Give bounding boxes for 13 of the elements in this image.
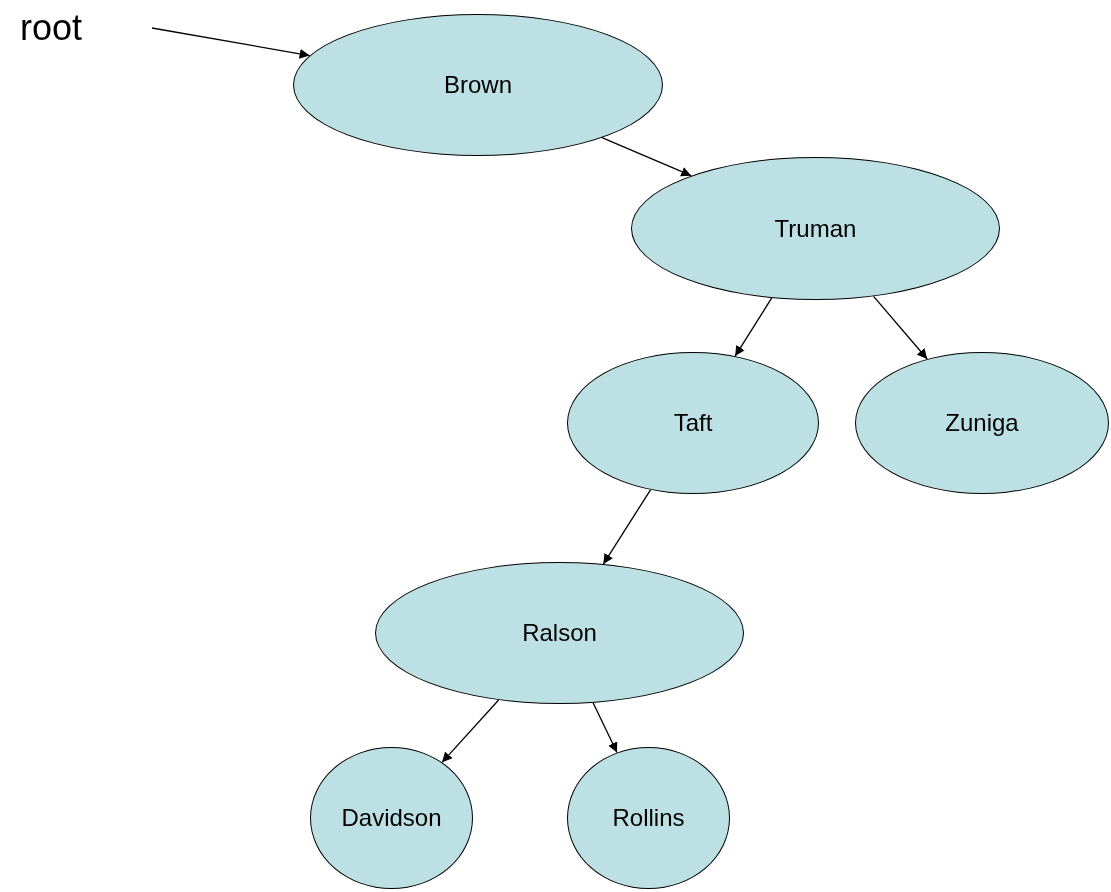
arrow — [151, 27, 311, 59]
node-label: Zuniga — [945, 409, 1019, 437]
arrow — [592, 702, 618, 754]
node-label: Taft — [673, 409, 713, 437]
node-label: Brown — [444, 71, 512, 99]
arrow — [601, 137, 692, 177]
root-label: root — [20, 8, 83, 48]
node-label: Truman — [774, 214, 857, 243]
node-label: Rollins — [612, 804, 685, 832]
arrow — [872, 295, 928, 360]
arrow — [441, 699, 500, 763]
node-label: Ralson — [522, 619, 597, 647]
node-label: Davidson — [341, 804, 442, 832]
